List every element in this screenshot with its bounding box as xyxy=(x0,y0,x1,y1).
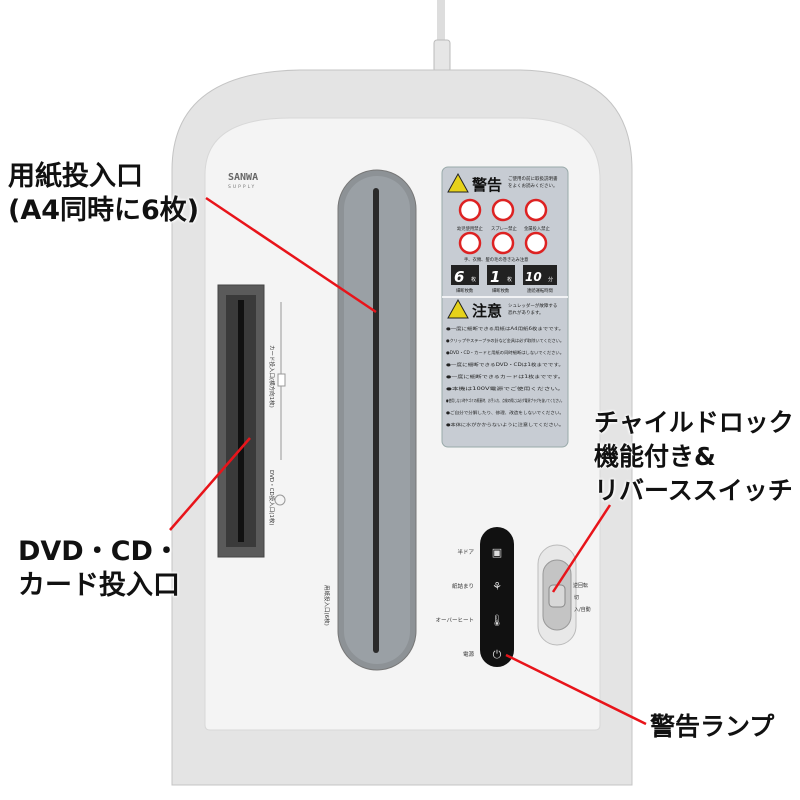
indicator-lamps: ▣ 半ドア ⚘ 紙詰まり 🌡 オーバーヒート ⏻ 電源 xyxy=(436,546,504,661)
callout-line-1: 警告ランプ xyxy=(650,712,775,741)
caution-item: ●一度に細断できる用紙はA4用紙6枚までです。 xyxy=(446,325,564,332)
switch-callout-line xyxy=(551,504,612,593)
spec-label: 細断枚数 xyxy=(456,287,474,294)
disc-slot-callout-line xyxy=(169,437,251,531)
spec-unit: 分 xyxy=(548,276,553,283)
brand-sub: SUPPLY xyxy=(228,184,256,190)
disc-card-slot-callout: DVD・CD・ カード投入口 xyxy=(18,535,180,603)
indicator-label: 紙詰まり xyxy=(452,582,474,590)
spec-unit: 枚 xyxy=(507,276,512,283)
warning-note: ご使用の前に取扱説明書 xyxy=(508,175,558,182)
caution-item: ●本機は100V電源でご使用ください。 xyxy=(446,385,564,392)
callout-line-2: (A4同時に6枚) xyxy=(8,195,200,226)
spec-unit: 枚 xyxy=(471,276,476,283)
disc-icon xyxy=(274,494,286,506)
caution-title: 注意 xyxy=(472,302,502,320)
door-icon: ▣ xyxy=(492,546,502,559)
prohibition-label: スプレー禁止 xyxy=(491,225,517,232)
brand-logo: SANWA xyxy=(228,172,258,183)
cord-strain-relief xyxy=(433,39,451,73)
indicator-label: オーバーヒート xyxy=(436,617,474,624)
switch-position-label: 逆回転 xyxy=(573,582,588,589)
power-icon: ⏻ xyxy=(493,648,502,661)
entanglement-label: 手、衣類、髪の毛の巻き込み注意 xyxy=(464,256,528,263)
indicator-label: 電源 xyxy=(463,650,475,658)
no-children-icon xyxy=(458,198,482,222)
no-hair-icon xyxy=(524,231,548,255)
no-clothes-icon xyxy=(491,231,515,255)
caution-item: ●ご自分で分解したり、修理、改造をしないでください。 xyxy=(446,409,564,416)
warning-note: をよくお読みください。 xyxy=(508,182,558,189)
caution-triangle-icon xyxy=(447,298,469,319)
child-lock-button[interactable] xyxy=(548,584,566,608)
card-slot-label: カード投入口(横方向1枚) xyxy=(268,345,276,408)
caution-item: ●DVD・CD・カードと用紙の同時細断はしないでください。 xyxy=(446,349,564,356)
caution-item: ●本体に水がかからないように注意してください。 xyxy=(446,421,564,428)
indicator-panel xyxy=(480,527,514,667)
paper-slot-callout-line xyxy=(205,196,377,314)
caution-list: ●一度に細断できる用紙はA4用紙6枚までです。 ●クリップやステープラの針など金具… xyxy=(446,325,564,428)
thermometer-icon: 🌡 xyxy=(490,614,504,627)
caution-item: ●一度に細断できるカードは1枚までです。 xyxy=(446,373,564,380)
no-metal-icon xyxy=(524,198,548,222)
callout-lines xyxy=(169,196,647,726)
caution-item: ●使用しない時やゴミの廃棄時、お手入れ、点検の際には必ず電源プラグを抜いてくださ… xyxy=(446,397,564,404)
switch-position-label: 入/自動 xyxy=(574,606,591,613)
spec-value: 10 xyxy=(525,270,542,284)
caution-item: ●一度に細断できるDVD・CDは1枚までです。 xyxy=(446,361,564,368)
paper-slot-callout: 用紙投入口 (A4同時に6枚) xyxy=(8,160,199,228)
disc-card-slot-opening xyxy=(238,300,244,542)
spec-label: 細断枚数 xyxy=(492,287,510,294)
warning-lamp-callout: 警告ランプ xyxy=(650,710,774,744)
paper-slot-label: 用紙投入口(6枚) xyxy=(323,585,331,626)
paper-jam-icon: ⚘ xyxy=(492,580,502,593)
callout-line-3: リバーススイッチ xyxy=(594,476,793,505)
caution-item: ●クリップやステープラの針など金具は必ず取除いてください。 xyxy=(446,337,564,344)
spec-label: 連続運転時間 xyxy=(527,287,553,294)
spec-value: 6 xyxy=(454,268,464,286)
spec-value: 1 xyxy=(490,268,500,286)
prohibition-icons xyxy=(458,198,548,255)
no-hand-icon xyxy=(458,231,482,255)
child-lock-callout: チャイルドロック 機能付き& リバーススイッチ xyxy=(594,406,794,508)
callout-line-1: チャイルドロック xyxy=(594,408,794,437)
callout-line-2: カード投入口 xyxy=(18,570,180,601)
switch-position-label: 切 xyxy=(574,594,579,601)
indicator-label: 半ドア xyxy=(457,548,474,556)
paper-slot-opening xyxy=(373,188,379,653)
warning-triangle-icon xyxy=(447,172,469,193)
no-spray-icon xyxy=(491,198,515,222)
disc-slot-label: DVD・CD投入口(1枚) xyxy=(268,470,276,526)
callout-line-1: 用紙投入口 xyxy=(8,161,143,192)
callout-line-1: DVD・CD・ xyxy=(18,536,180,567)
prohibition-label: 幼児使用禁止 xyxy=(457,225,483,232)
prohibition-label: 金属投入禁止 xyxy=(524,225,550,232)
callout-line-2: 機能付き& xyxy=(594,442,716,471)
warning-title: 警告 xyxy=(471,176,502,194)
caution-note: 恐れがあります。 xyxy=(508,309,544,316)
lamp-callout-line xyxy=(505,653,647,726)
caution-note: シュレッダーが故障する xyxy=(508,302,557,309)
spec-badges: 6 枚 1 枚 10 分 細断枚数 細断枚数 連続運転時間 xyxy=(451,265,557,294)
card-guide-icon xyxy=(277,373,286,387)
